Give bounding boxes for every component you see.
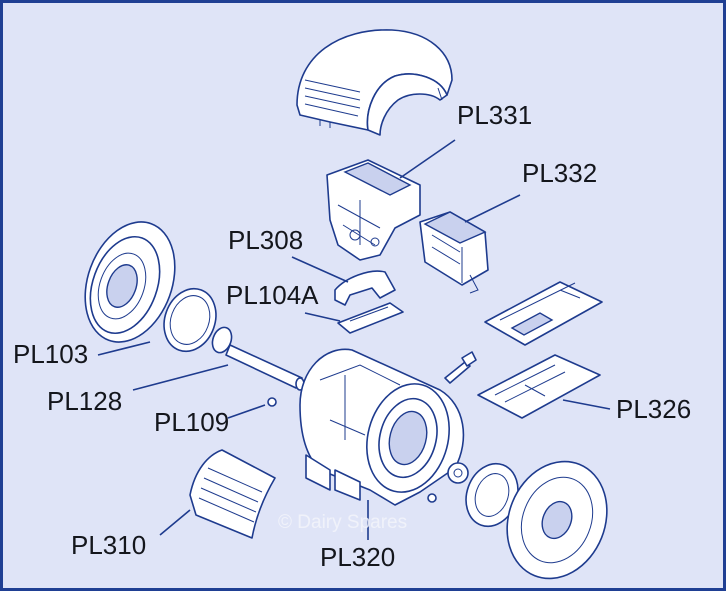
part-shaft bbox=[225, 344, 305, 391]
leader-pl331 bbox=[399, 139, 456, 179]
part-front-end-cover bbox=[506, 460, 608, 580]
part-pl332-valve-block bbox=[419, 211, 489, 294]
part-screw bbox=[444, 351, 477, 384]
part-pl320-main-body bbox=[299, 348, 465, 506]
part-pl331-cover bbox=[296, 29, 453, 136]
label-pl320: PL320 bbox=[320, 542, 395, 572]
part-pl308-clip bbox=[334, 270, 396, 306]
leader-pl326 bbox=[562, 399, 611, 410]
label-pl308: PL308 bbox=[228, 225, 303, 255]
label-pl332: PL332 bbox=[522, 158, 597, 188]
leader-pl332 bbox=[464, 194, 521, 223]
part-pl103-end-cover bbox=[84, 221, 176, 343]
part-front-washer bbox=[427, 462, 469, 503]
label-pl128: PL128 bbox=[47, 386, 122, 416]
leader-pl310 bbox=[159, 509, 191, 536]
part-pl128-diaphragm bbox=[163, 287, 233, 354]
leader-pl308 bbox=[291, 256, 349, 283]
part-pl104a-plate bbox=[337, 302, 404, 334]
part-pl326-upper-plate bbox=[484, 281, 603, 346]
leader-pl109 bbox=[227, 404, 266, 419]
label-pl331: PL331 bbox=[457, 100, 532, 130]
leader-pl104a bbox=[304, 312, 341, 322]
leader-pl128 bbox=[132, 364, 229, 391]
watermark: © Dairy Spares bbox=[278, 512, 407, 533]
part-manifold-body bbox=[326, 159, 421, 261]
label-pl326: PL326 bbox=[616, 394, 691, 424]
part-pl310-filter bbox=[189, 449, 276, 539]
label-pl104a: PL104A bbox=[226, 280, 319, 310]
label-pl310: PL310 bbox=[71, 530, 146, 560]
label-pl109: PL109 bbox=[154, 407, 229, 437]
part-pl109-ring bbox=[267, 397, 277, 407]
leader-pl103 bbox=[97, 341, 151, 356]
exploded-parts-diagram: PL331 PL332 PL308 PL104A PL103 PL128 PL1… bbox=[13, 29, 691, 580]
label-pl103: PL103 bbox=[13, 339, 88, 369]
part-pl326-gasket bbox=[477, 354, 601, 419]
